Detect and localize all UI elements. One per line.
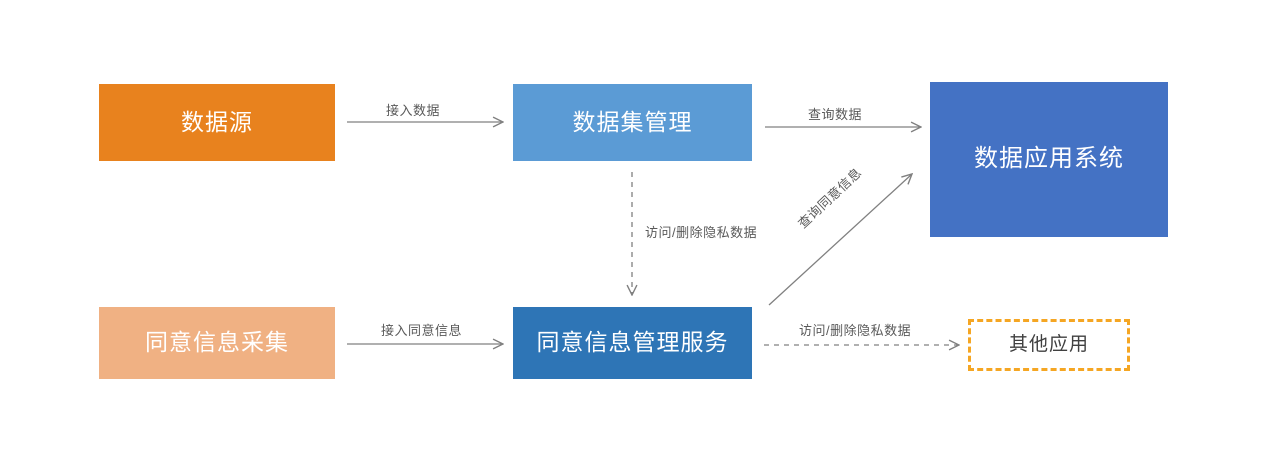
edge-label-access-delete-private-data-horizontal: 访问/删除隐私数据 (799, 323, 912, 338)
edge-label-ingest-consent-info: 接入同意信息 (381, 323, 463, 338)
edge-label-query-data: 查询数据 (808, 107, 863, 122)
node-data-source-label: 数据源 (181, 108, 253, 135)
node-data-application-system-label: 数据应用系统 (974, 145, 1124, 173)
node-dataset-management-label: 数据集管理 (572, 108, 693, 135)
node-data-application-system[interactable]: 数据应用系统 (930, 82, 1168, 237)
node-other-applications[interactable]: 其他应用 (968, 319, 1130, 371)
node-other-applications-label: 其他应用 (1008, 333, 1089, 355)
node-consent-information-management-service[interactable]: 同意信息管理服务 (513, 307, 752, 379)
node-consent-information-collection-label: 同意信息采集 (145, 329, 289, 356)
edge-label-ingest-data: 接入数据 (386, 103, 441, 118)
node-data-source[interactable]: 数据源 (99, 84, 335, 161)
node-consent-information-collection[interactable]: 同意信息采集 (99, 307, 335, 379)
edge-label-access-delete-private-data-vertical: 访问/删除隐私数据 (645, 225, 758, 240)
edge-label-query-consent-info: 查询同意信息 (795, 164, 865, 232)
node-dataset-management[interactable]: 数据集管理 (513, 84, 752, 161)
node-consent-information-management-service-label: 同意信息管理服务 (536, 329, 729, 356)
